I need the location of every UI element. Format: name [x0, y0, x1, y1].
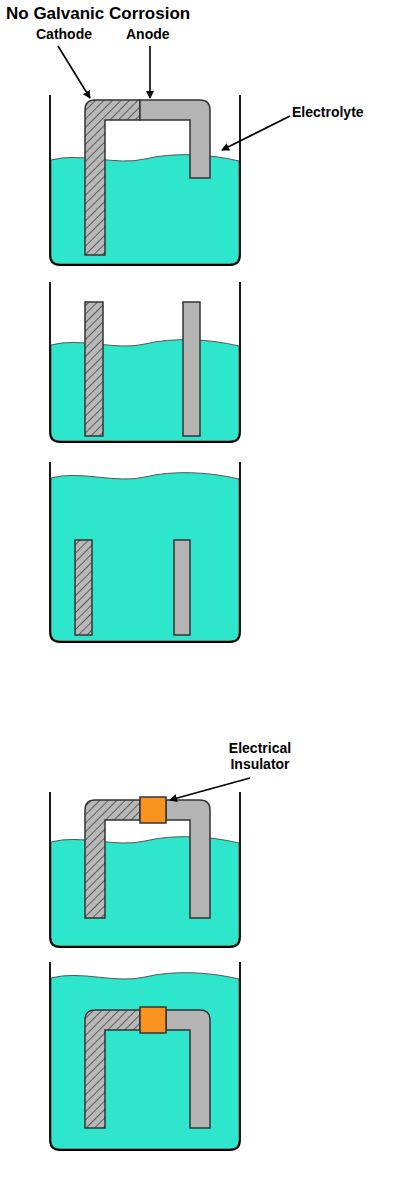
part-label: Electrolyte: [292, 104, 364, 120]
anode-metal: [166, 800, 210, 918]
electrical-insulator: [140, 1007, 166, 1033]
cathode-metal: [85, 1010, 140, 1128]
beaker-outline: [50, 95, 240, 265]
cathode-metal: [75, 540, 92, 635]
part-label: Anode: [126, 26, 170, 42]
beaker-outline: [50, 792, 240, 947]
cathode-metal: [85, 100, 140, 255]
cathode-metal: [85, 800, 140, 918]
part-label: Electrical Insulator: [210, 740, 310, 772]
electrolyte-liquid: [51, 837, 239, 946]
diagram-title: No Galvanic Corrosion: [6, 4, 190, 24]
beaker-outline: [50, 962, 240, 1150]
leader-line: [222, 116, 290, 150]
leader-line: [58, 46, 90, 98]
anode-metal: [140, 100, 210, 178]
electrolyte-liquid: [51, 340, 239, 441]
electrical-insulator: [140, 797, 166, 823]
electrolyte-liquid: [51, 155, 239, 264]
electrolyte-liquid: [51, 473, 239, 641]
part-label: Cathode: [36, 26, 92, 42]
anode-metal: [174, 540, 190, 635]
electrolyte-liquid: [51, 973, 239, 1149]
anode-metal: [166, 1010, 210, 1128]
anode-metal: [183, 302, 200, 436]
leader-line: [149, 46, 151, 98]
cathode-metal: [85, 302, 103, 436]
beaker-outline: [50, 282, 240, 442]
beaker-outline: [50, 462, 240, 642]
leader-line: [170, 778, 250, 800]
